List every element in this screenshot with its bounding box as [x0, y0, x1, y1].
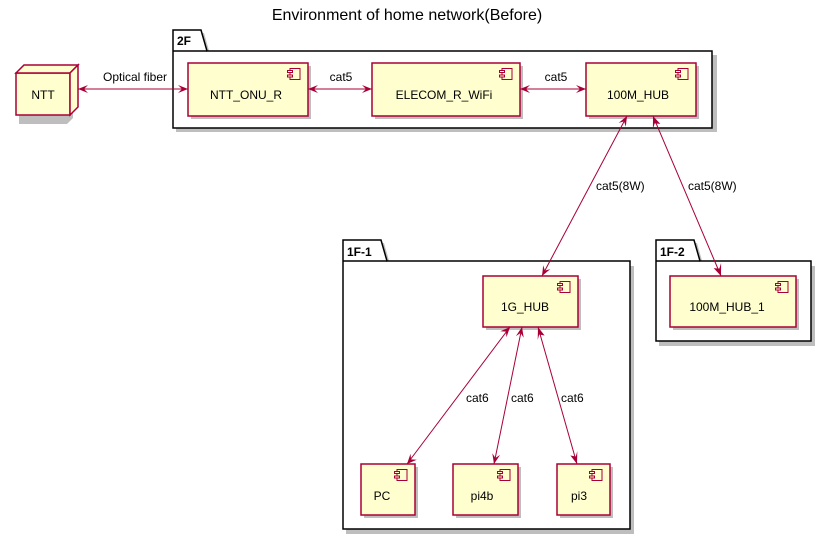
hub-1g-label: 1G_HUB — [501, 300, 549, 314]
elecom-r-wifi-label: ELECOM_R_WiFi — [396, 88, 493, 102]
edge-label-cat5-8w-b: cat5(8W) — [688, 179, 737, 193]
ntt-node: NTT — [14, 63, 80, 124]
edge-hub-1g: cat5(8W) — [541, 115, 645, 277]
edge-label-cat5-b: cat5 — [545, 70, 568, 84]
hub-1g-node: 1G_HUB — [482, 275, 581, 330]
edge-onu-elecom: cat5 — [308, 70, 372, 93]
pi3-label: pi3 — [571, 489, 587, 503]
package-2f-label: 2F — [177, 34, 191, 48]
edge-label-optical-fiber: Optical fiber — [103, 70, 167, 84]
hub-100m-node: 100M_HUB — [585, 62, 699, 119]
package-1f-2-label: 1F-2 — [660, 245, 685, 259]
edge-ntt-onu: Optical fiber — [78, 70, 188, 93]
pi4b-node: pi4b — [452, 463, 521, 518]
edge-label-cat6-pc: cat6 — [466, 391, 489, 405]
edge-elecom-hub: cat5 — [520, 70, 586, 93]
edge-label-cat6-pi3: cat6 — [561, 391, 584, 405]
hub-100m-label: 100M_HUB — [607, 88, 669, 102]
edge-label-cat5-a: cat5 — [330, 70, 353, 84]
ntt-onu-r-label: NTT_ONU_R — [210, 88, 282, 102]
ntt-onu-r-node: NTT_ONU_R — [187, 62, 311, 119]
diagram-title: Environment of home network(Before) — [272, 7, 542, 24]
elecom-r-wifi-node: ELECOM_R_WiFi — [371, 62, 523, 119]
edge-1g-pc: cat6 — [406, 326, 511, 465]
pc-label: PC — [374, 489, 391, 503]
ntt-label: NTT — [31, 88, 55, 102]
edge-1g-pi3: cat6 — [537, 326, 584, 465]
pi3-node: pi3 — [556, 463, 613, 518]
edge-hub-100m-1: cat5(8W) — [652, 115, 737, 277]
edge-1g-pi4b: cat6 — [492, 326, 534, 465]
edge-label-cat6-pi4b: cat6 — [511, 391, 534, 405]
pc-node: PC — [360, 463, 418, 518]
edge-label-cat5-8w-a: cat5(8W) — [596, 179, 645, 193]
hub-100m-1-label: 100M_HUB_1 — [689, 300, 765, 314]
package-1f-1-label: 1F-1 — [347, 245, 372, 259]
hub-100m-1-node: 100M_HUB_1 — [669, 275, 799, 330]
pi4b-label: pi4b — [471, 489, 494, 503]
